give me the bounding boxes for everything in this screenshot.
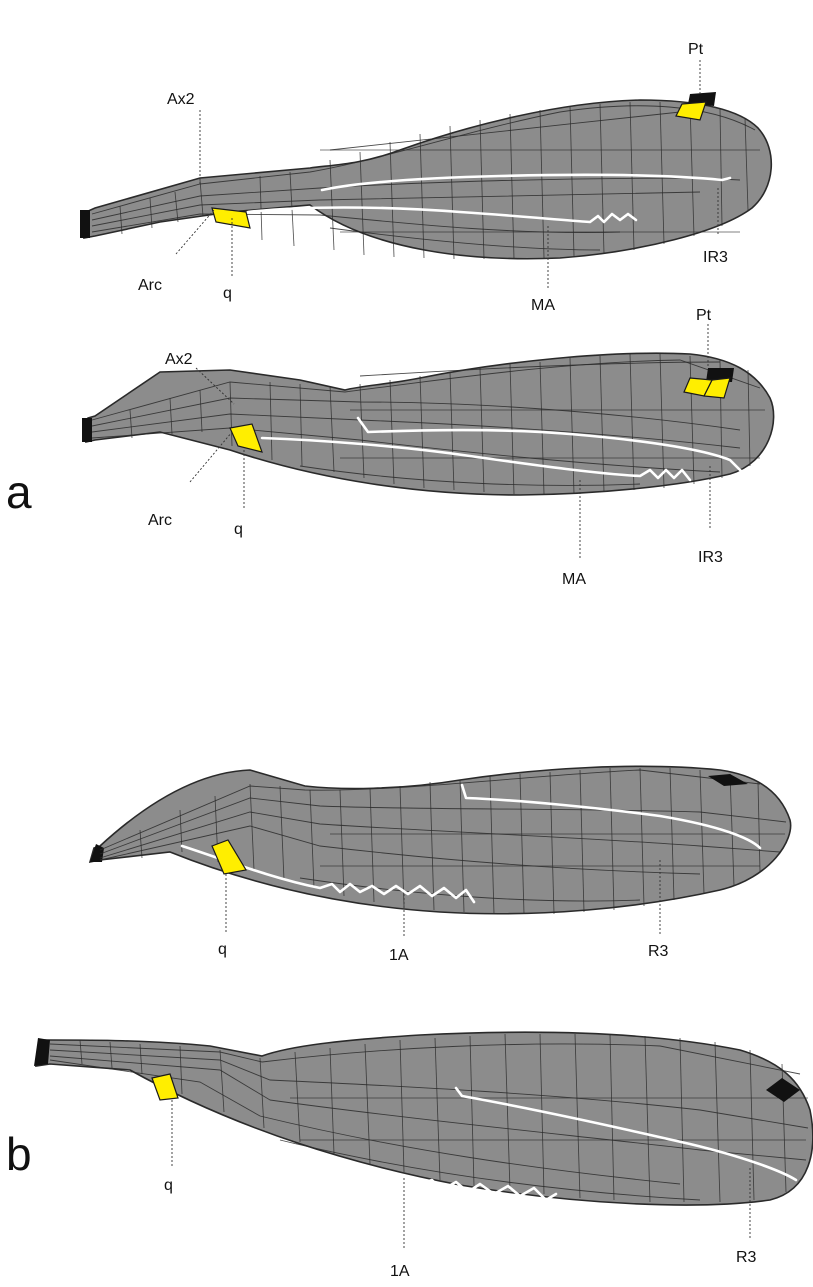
label-ax2-a2: Ax2 bbox=[165, 351, 193, 368]
wing-b1 bbox=[90, 766, 791, 914]
label-1a-b1: 1A bbox=[389, 947, 409, 964]
wing-b2 bbox=[34, 1032, 813, 1205]
wing-b2-membrane bbox=[36, 1032, 813, 1205]
label-arc-a1: Arc bbox=[138, 277, 162, 294]
panel-label-b: b bbox=[6, 1128, 32, 1180]
wing-b2-base bbox=[34, 1038, 50, 1066]
label-pt-a1: Pt bbox=[688, 41, 704, 58]
label-ir3-a1: IR3 bbox=[703, 249, 728, 266]
label-q-a2: q bbox=[234, 521, 243, 538]
label-r3-b1: R3 bbox=[648, 943, 669, 960]
wing-a2 bbox=[82, 353, 774, 495]
label-arc-a2: Arc bbox=[148, 512, 172, 529]
wing-a1 bbox=[80, 92, 771, 259]
wing-a1-base bbox=[80, 210, 90, 238]
label-1a-b2: 1A bbox=[390, 1263, 410, 1280]
label-r3-b2: R3 bbox=[736, 1249, 757, 1266]
label-ma-a2: MA bbox=[562, 571, 586, 588]
label-pt-a2: Pt bbox=[696, 307, 712, 324]
panel-label-a: a bbox=[6, 466, 32, 518]
label-q-b1: q bbox=[218, 941, 227, 958]
label-ir3-a2: IR3 bbox=[698, 549, 723, 566]
label-q-b2: q bbox=[164, 1177, 173, 1194]
label-q-a1: q bbox=[223, 285, 232, 302]
wing-a2-base bbox=[82, 418, 92, 442]
label-ax2-a1: Ax2 bbox=[167, 91, 195, 108]
label-ma-a1: MA bbox=[531, 297, 555, 314]
